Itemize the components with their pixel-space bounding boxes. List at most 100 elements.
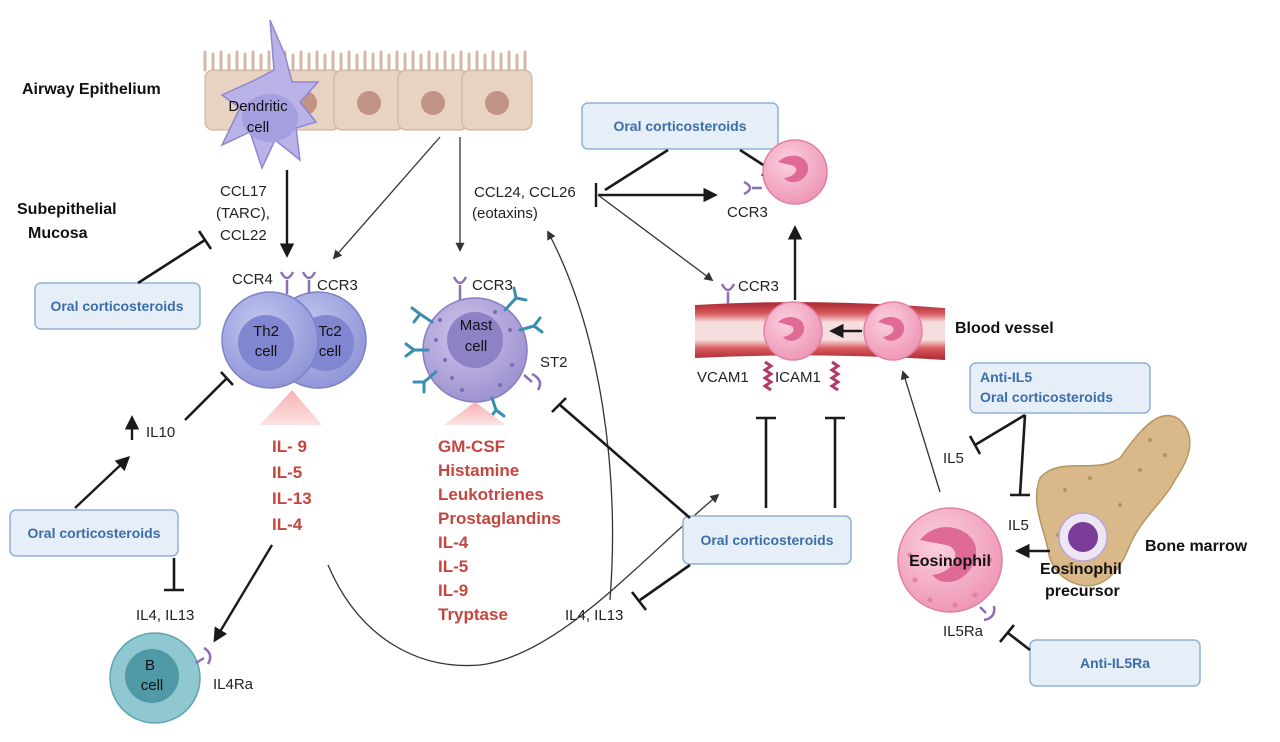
mast-secretion-cone (444, 402, 506, 425)
st2-label: ST2 (540, 354, 568, 371)
oral-corticosteroids-box-center[interactable]: Oral corticosteroids (682, 515, 852, 565)
oral-corticosteroids-label-left: Oral corticosteroids (50, 298, 183, 314)
il4-il13-left-label: IL4, IL13 (136, 607, 194, 624)
inhibit-icam1 (825, 416, 845, 508)
region-mucosa: Mucosa (28, 225, 88, 242)
arrow-cytokines-to-b-cell (213, 544, 274, 643)
mast-cell-label: Mast (460, 317, 493, 334)
dendritic-cell-label: Dendritic (228, 98, 288, 115)
il5ra-receptor (979, 605, 996, 622)
b-cell-label: B (145, 657, 155, 674)
ccl22-label: CCL22 (220, 227, 267, 244)
inhibit-il5ra (998, 624, 1031, 652)
eosinophil-precursor (1058, 512, 1108, 562)
oral-corticosteroids-label-top: Oral corticosteroids (613, 118, 746, 134)
inhibit-il5-upper (968, 413, 1026, 455)
mast-mediator: Histamine (438, 461, 519, 480)
eosinophil (897, 507, 1003, 613)
mast-mediator-list: GM-CSF Histamine Leukotrienes Prostaglan… (438, 437, 561, 624)
th2-cytokine-list: IL- 9 IL-5 IL-13 IL-4 (272, 437, 312, 534)
mast-mediator: Prostaglandins (438, 509, 561, 528)
th2-cell (221, 291, 319, 389)
mast-mediator: Tryptase (438, 605, 508, 624)
tc2-cell-label-2: cell (319, 343, 342, 360)
th2-cytokine: IL-5 (272, 463, 302, 482)
icam1-molecule (829, 360, 841, 392)
th2-cell-label: Th2 (253, 323, 279, 340)
b-cell (109, 632, 201, 724)
mast-mediator: IL-9 (438, 581, 468, 600)
inhibit-eotaxins-line (604, 148, 669, 192)
mast-mediator: Leukotrienes (438, 485, 544, 504)
ccr3-receptor-vessel (720, 283, 736, 304)
th2-cytokine: IL- 9 (272, 437, 307, 456)
arrow-to-eotaxins (547, 230, 614, 601)
precursor-label: Eosinophil (1040, 561, 1122, 578)
inhibit-il4-il13-center (630, 563, 691, 611)
th2-cytokine: IL-13 (272, 489, 312, 508)
inhibit-st2 (551, 397, 691, 519)
anti-il5-box[interactable]: Anti-IL5 Oral corticosteroids (969, 362, 1151, 414)
region-subepithelial: Subepithelial (17, 201, 117, 218)
mast-mediator: GM-CSF (438, 437, 505, 456)
ccr3-label-top: CCR3 (727, 204, 768, 221)
arrow-th2-to-vcam1 (327, 493, 720, 667)
tc2-cell-label: Tc2 (318, 323, 341, 340)
anti-il5-label-2: Oral corticosteroids (980, 389, 1113, 405)
arrow-eotaxins-to-vessel (597, 194, 714, 282)
ccr3-label-th: CCR3 (317, 277, 358, 294)
th2-cell-label-2: cell (255, 343, 278, 360)
ccl24-ccl26-label: CCL24, CCL26 (474, 184, 576, 201)
vcam1-label: VCAM1 (697, 369, 749, 386)
inhibit-il5-lower (1010, 414, 1030, 497)
arrow-eosinophil-to-vessel (900, 370, 941, 493)
eosinophil-top (762, 139, 828, 205)
il10-label: IL10 (146, 424, 175, 441)
anti-il5-label: Anti-IL5 (980, 369, 1032, 385)
il4-il13-center-label: IL4, IL13 (565, 607, 623, 624)
inhibit-il4-il13-left (164, 558, 184, 592)
ccr4-label: CCR4 (232, 271, 273, 288)
il5-upper-label: IL5 (943, 450, 964, 467)
oral-corticosteroids-box-left[interactable]: Oral corticosteroids (34, 282, 201, 330)
il5-lower-label: IL5 (1008, 517, 1029, 534)
ccr3-receptor-mast (452, 276, 468, 300)
il4ra-label: IL4Ra (213, 676, 254, 693)
precursor-label-2: precursor (1045, 583, 1120, 600)
ccr4-receptor (279, 271, 295, 294)
ccl17-label: CCL17 (220, 183, 267, 200)
inhibit-vcam1 (756, 416, 776, 508)
anti-il5ra-box[interactable]: Anti-IL5Ra (1029, 639, 1201, 687)
ccr3-receptor-top (743, 180, 762, 196)
ccr3-label-vessel: CCR3 (738, 278, 779, 295)
il4ra-receptor (195, 646, 212, 665)
ccl17-label-2: (TARC), (216, 205, 270, 222)
airway-epithelium (203, 50, 533, 131)
il5ra-label: IL5Ra (943, 623, 984, 640)
b-cell-label-2: cell (141, 677, 164, 694)
mast-mediator: IL-5 (438, 557, 468, 576)
arrow-oc-to-il10 (74, 456, 131, 509)
mast-cell (422, 297, 528, 403)
eosinophil-label: Eosinophil (909, 553, 991, 570)
mast-cell-label-2: cell (465, 338, 488, 355)
icam1-label: ICAM1 (775, 369, 821, 386)
region-blood-vessel: Blood vessel (955, 320, 1054, 337)
eosinophil-vessel-1 (763, 301, 823, 361)
oral-corticosteroids-box-bottom-left[interactable]: Oral corticosteroids (9, 509, 179, 557)
dendritic-cell (220, 19, 320, 171)
vcam1-molecule (762, 360, 774, 392)
st2-receptor (523, 372, 542, 391)
region-bone-marrow: Bone marrow (1145, 538, 1248, 555)
oral-corticosteroids-label-bottom-left: Oral corticosteroids (27, 525, 160, 541)
ccr3-label-mast: CCR3 (472, 277, 513, 294)
inhibit-ccl17 (137, 230, 213, 285)
anti-il5ra-label: Anti-IL5Ra (1080, 655, 1150, 671)
arrow-epithelium-to-tc2 (332, 136, 441, 260)
eosinophil-vessel-2 (863, 301, 923, 361)
ige-antibody-icons (404, 286, 544, 420)
mast-mediator: IL-4 (438, 533, 469, 552)
oral-corticosteroids-box-top[interactable]: Oral corticosteroids (581, 102, 779, 150)
th2-secretion-cone (260, 390, 322, 425)
